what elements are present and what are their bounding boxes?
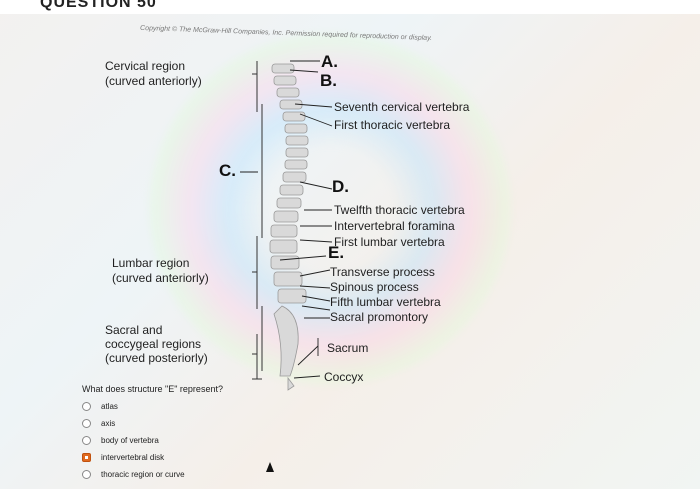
label-lumbar-region: Lumbar region xyxy=(112,256,190,270)
option-thoracic-region[interactable]: thoracic region or curve xyxy=(82,466,382,483)
label-intervertebral-foramina: Intervertebral foramina xyxy=(334,219,455,233)
spine-illustration xyxy=(240,60,333,391)
label-sacral-line1: Sacral and xyxy=(105,323,163,337)
label-lumbar-curve: (curved anteriorly) xyxy=(112,271,209,285)
option-body-of-vertebra[interactable]: body of vertebra xyxy=(82,432,382,449)
quiz-panel: What does structure "E" represent? atlas… xyxy=(82,384,382,483)
region-brackets xyxy=(252,61,263,380)
option-label: thoracic region or curve xyxy=(101,470,185,479)
letter-b: B. xyxy=(320,71,337,90)
radio-button-selected[interactable] xyxy=(82,453,91,462)
letter-d: D. xyxy=(332,177,349,196)
label-coccyx: Coccyx xyxy=(324,370,364,384)
iridescent-background xyxy=(150,34,510,384)
option-atlas[interactable]: atlas xyxy=(82,398,382,415)
option-label: atlas xyxy=(101,402,118,411)
radio-button[interactable] xyxy=(82,419,91,428)
radio-button[interactable] xyxy=(82,470,91,479)
leader-lines xyxy=(240,60,333,379)
mouse-cursor-icon xyxy=(266,462,274,472)
option-label: body of vertebra xyxy=(101,436,159,445)
letter-c: C. xyxy=(219,161,236,180)
letter-a: A. xyxy=(321,52,338,71)
label-twelfth-thoracic: Twelfth thoracic vertebra xyxy=(334,203,465,217)
label-first-thoracic: First thoracic vertebra xyxy=(334,118,451,132)
label-sacral-promontory: Sacral promontory xyxy=(330,310,429,324)
label-first-lumbar: First lumbar vertebra xyxy=(334,235,445,249)
label-sacrum: Sacrum xyxy=(327,341,369,355)
label-sacral-line2: coccygeal regions xyxy=(105,337,202,351)
radio-button[interactable] xyxy=(82,402,91,411)
label-cervical-curve: (curved anteriorly) xyxy=(105,74,202,88)
header-strip: QUESTION 50 xyxy=(0,0,700,14)
vertebral-column xyxy=(269,63,309,391)
label-fifth-lumbar: Fifth lumbar vertebra xyxy=(330,295,441,309)
radio-button[interactable] xyxy=(82,436,91,445)
question-text: What does structure "E" represent? xyxy=(82,384,223,394)
option-axis[interactable]: axis xyxy=(82,415,382,432)
label-transverse-process: Transverse process xyxy=(330,265,435,279)
spine-figure: Copyright © The McGraw-Hill Companies, I… xyxy=(0,14,700,394)
label-spinous-process: Spinous process xyxy=(330,280,419,294)
option-label: axis xyxy=(101,419,116,428)
option-intervertebral-disk[interactable]: intervertebral disk xyxy=(82,449,382,466)
question-title: QUESTION 50 xyxy=(40,0,157,11)
option-label: intervertebral disk xyxy=(101,453,165,462)
label-sacral-curve: (curved posteriorly) xyxy=(105,351,208,365)
label-seventh-cervical: Seventh cervical vertebra xyxy=(334,100,470,114)
letter-e: E. xyxy=(328,243,345,262)
label-cervical-region: Cervical region xyxy=(105,59,186,73)
